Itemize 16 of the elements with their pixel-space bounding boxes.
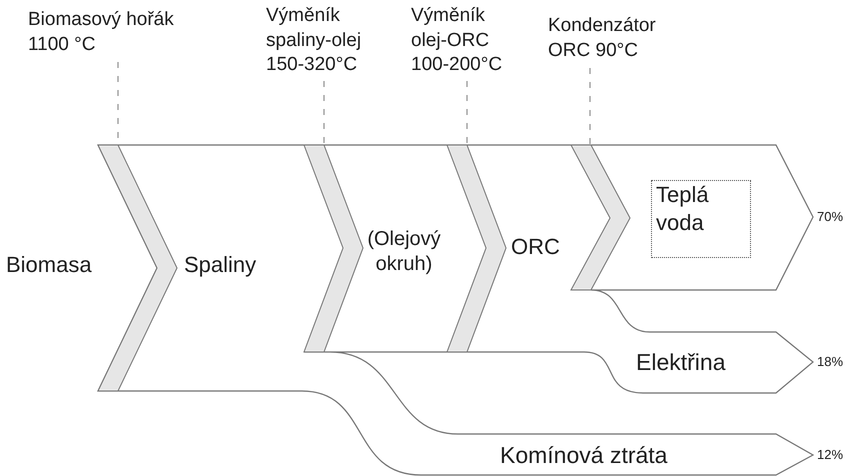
percentage-label: 18%: [817, 355, 844, 368]
node-text: Komínová ztráta: [500, 440, 668, 470]
output-box: [651, 180, 751, 258]
node-text: Spaliny: [184, 251, 258, 279]
node-text: Výměník spaliny-olej 150-320°C: [266, 4, 362, 78]
node-text: Biomasový hořák 1100 °C: [28, 8, 175, 57]
percentage-label: 12%: [817, 448, 844, 461]
leader-line: [466, 80, 468, 146]
node-text: ORC: [511, 233, 561, 261]
node-text: Elektřina: [636, 348, 726, 377]
node-text: Biomasa: [6, 251, 93, 279]
node-text: Kondenzátor ORC 90°C: [548, 14, 657, 63]
node-text: Výměník olej-ORC 100-200°C: [411, 4, 504, 78]
node-text: (Olejový okruh): [366, 227, 442, 277]
percentage-label: 70%: [817, 210, 844, 223]
node-text: Teplá voda: [656, 181, 710, 236]
